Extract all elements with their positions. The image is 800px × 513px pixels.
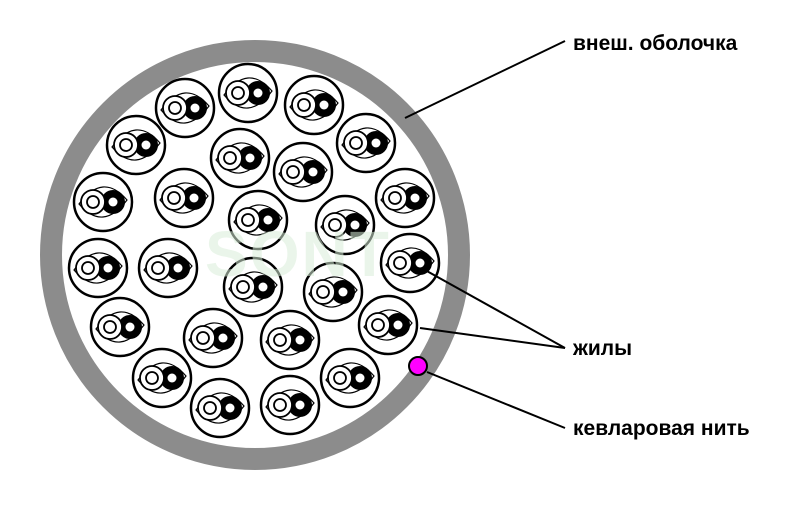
core-6 bbox=[272, 141, 334, 203]
core-1 bbox=[217, 62, 279, 124]
cores-leader-line-2 bbox=[419, 327, 566, 349]
core-8 bbox=[72, 171, 134, 233]
core-13 bbox=[67, 237, 129, 299]
core-5 bbox=[209, 127, 271, 189]
sheath-label: внеш. оболочка bbox=[573, 32, 738, 55]
core-3 bbox=[283, 74, 345, 136]
core-24 bbox=[189, 377, 251, 439]
core-12 bbox=[374, 167, 436, 229]
cores-label: жилы bbox=[573, 337, 633, 360]
core-11 bbox=[314, 194, 376, 256]
core-21 bbox=[357, 294, 419, 356]
core-20 bbox=[259, 309, 321, 371]
kevlar-label: кевларовая нить bbox=[573, 417, 750, 440]
core-2 bbox=[154, 77, 216, 139]
cores-group bbox=[67, 62, 441, 439]
leader-lines bbox=[404, 40, 566, 429]
core-10 bbox=[227, 189, 289, 251]
sheath-leader-line bbox=[404, 40, 566, 119]
kevlar-thread bbox=[408, 356, 428, 376]
kevlar-leader-line bbox=[426, 371, 566, 429]
core-7 bbox=[335, 112, 397, 174]
core-19 bbox=[182, 307, 244, 369]
core-18 bbox=[89, 296, 151, 358]
core-15 bbox=[222, 256, 284, 318]
core-23 bbox=[319, 347, 381, 409]
core-9 bbox=[153, 167, 215, 229]
core-22 bbox=[131, 347, 193, 409]
cores-leader-line-1 bbox=[424, 269, 566, 349]
core-16 bbox=[302, 261, 364, 323]
core-4 bbox=[105, 114, 167, 176]
watermark-text: SONT bbox=[205, 218, 391, 290]
core-17 bbox=[379, 232, 441, 294]
core-25 bbox=[259, 374, 321, 436]
core-14 bbox=[137, 237, 199, 299]
